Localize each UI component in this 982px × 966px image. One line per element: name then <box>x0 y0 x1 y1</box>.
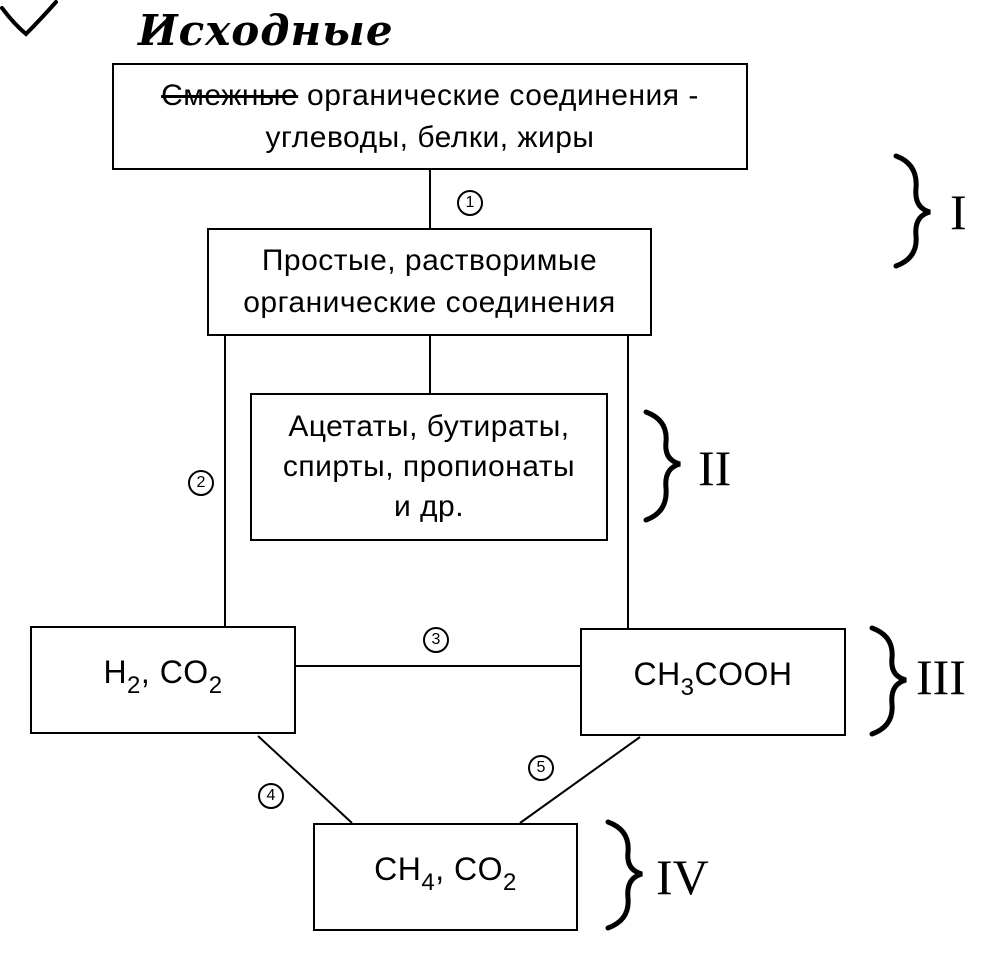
stage-label-1: I <box>950 184 967 240</box>
step-number-2: 2 <box>188 470 214 496</box>
box-intermediates-line3: и др. <box>393 490 465 523</box>
line-h2co2-to-methane <box>257 735 353 824</box>
line-acetic-to-methane <box>519 736 641 824</box>
formula-subscript: 4 <box>421 869 436 896</box>
box-intermediates: Ацетаты, бутираты, спирты, пропионаты и … <box>250 393 608 541</box>
box-simple-compounds: Простые, растворимые органические соедин… <box>207 228 652 336</box>
box-acetic-acid: CH3COOH <box>580 628 846 736</box>
check-mark-icon <box>0 0 58 37</box>
step-number-3: 3 <box>423 627 449 653</box>
formula-ch4-co2: CH4, CO2 <box>374 848 517 896</box>
formula-part: H <box>103 654 128 690</box>
formula-subscript: 2 <box>503 869 517 896</box>
box-source-line2: углеводы, белки, жиры <box>265 120 595 154</box>
step-number-5: 5 <box>528 755 554 781</box>
formula-subscript: 2 <box>127 672 141 699</box>
formula-part: CH <box>633 656 681 692</box>
brace-stage-4 <box>605 819 643 931</box>
formula-part: , CO <box>140 654 209 690</box>
box-intermediates-line2: спирты, пропионаты <box>282 450 576 483</box>
box-source-line1-rest: органические соединения - <box>298 78 699 112</box>
box-h2-co2: H2, CO2 <box>30 626 296 734</box>
box-methane-co2: CH4, CO2 <box>313 823 578 931</box>
formula-h2-co2: H2, CO2 <box>103 651 223 699</box>
brace-stage-1 <box>893 153 931 269</box>
formula-ch3cooh: CH3COOH <box>633 653 793 701</box>
formula-part: CH <box>374 851 422 887</box>
stage-label-3: III <box>916 649 966 705</box>
formula-part: COOH <box>694 656 793 692</box>
box-simple-line1: Простые, растворимые <box>261 244 598 277</box>
step-number-4: 4 <box>258 783 284 809</box>
box-source-line1: Смежные органические соединения - <box>161 75 699 117</box>
handwritten-annotation: Исходные <box>138 6 394 55</box>
step-number-1: 1 <box>457 190 483 216</box>
stage-label-4: IV <box>656 849 709 905</box>
box-simple-line2: органические соединения <box>243 286 616 319</box>
box-source-compounds: Смежные органические соединения - углево… <box>112 63 748 170</box>
brace-stage-3 <box>869 625 907 737</box>
stage-label-2: II <box>698 440 732 496</box>
struck-word: Смежные <box>161 78 299 112</box>
box-intermediates-line1: Ацетаты, бутираты, <box>288 410 570 443</box>
formula-subscript: 3 <box>680 674 695 701</box>
formula-subscript: 2 <box>208 672 223 699</box>
brace-stage-2 <box>643 409 681 523</box>
formula-part: , CO <box>435 851 503 887</box>
